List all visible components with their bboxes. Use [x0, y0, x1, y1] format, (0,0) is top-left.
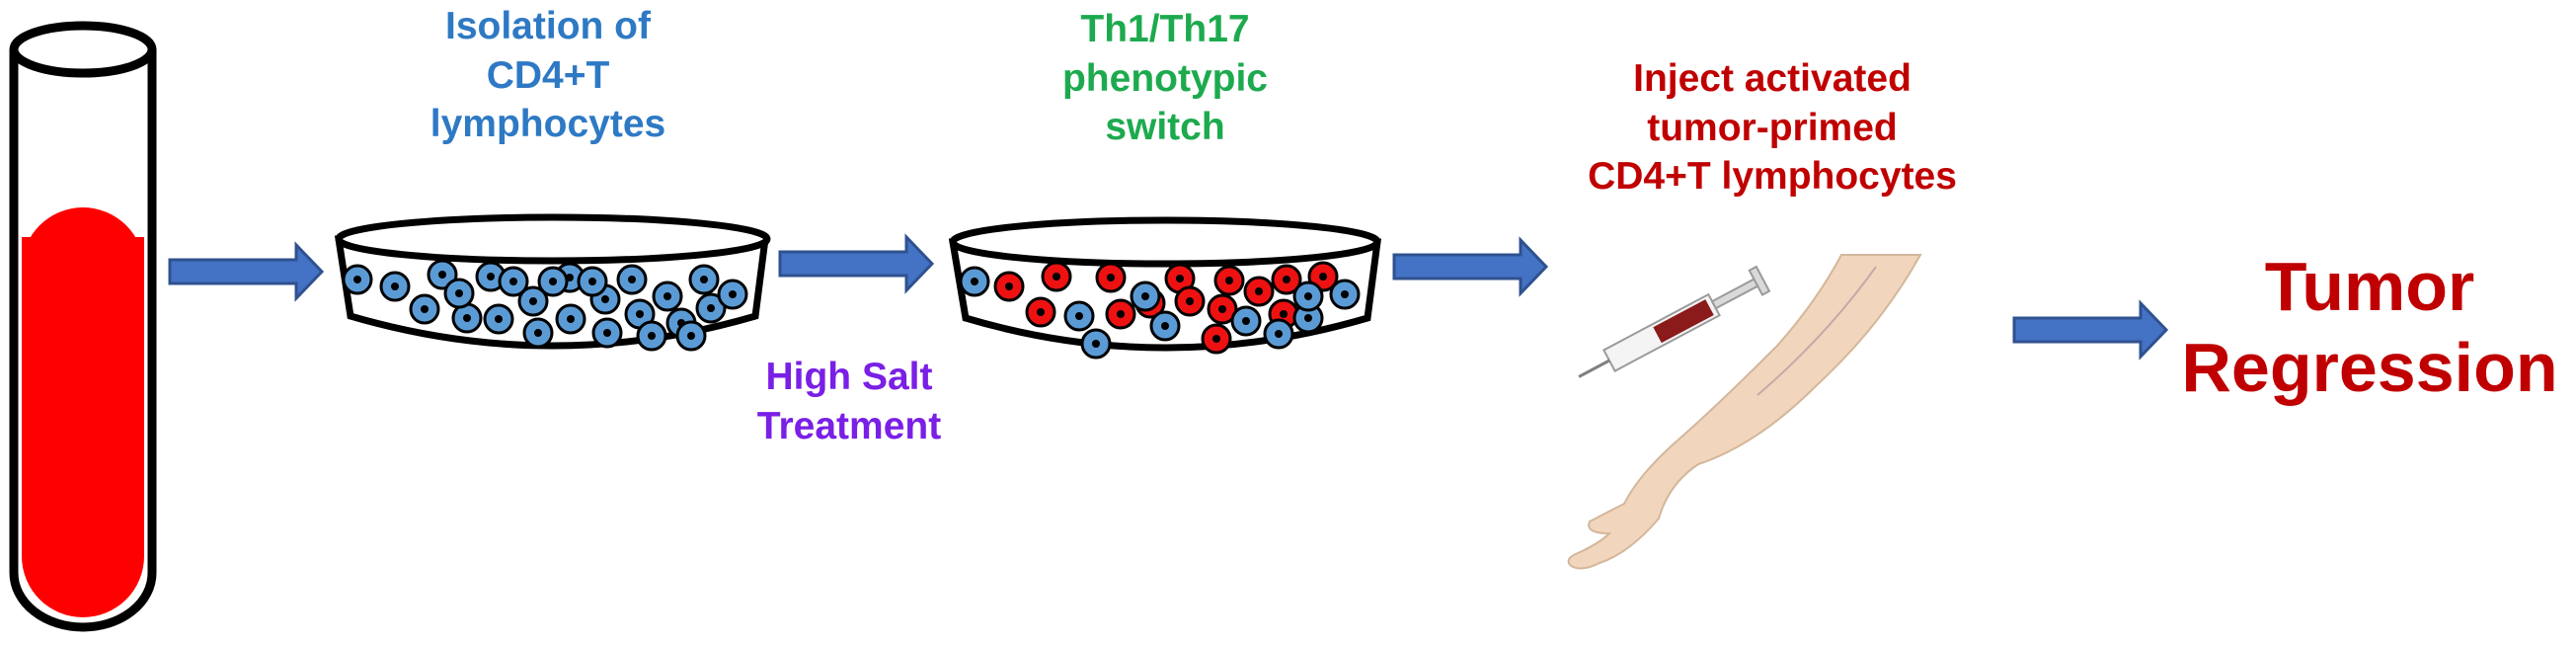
cell-nucleus — [603, 329, 611, 337]
syringe-icon — [1578, 265, 1771, 378]
arrow-4 — [2012, 299, 2169, 361]
cell-nucleus — [529, 297, 537, 305]
cell-nucleus — [628, 276, 636, 283]
cell-nucleus — [1176, 275, 1184, 282]
cell-nucleus — [567, 315, 575, 323]
cell-nucleus — [1255, 287, 1263, 295]
petri-dish-icon — [948, 216, 1381, 360]
dish-1-rim — [335, 213, 771, 265]
cell-nucleus — [588, 278, 596, 285]
cell-nucleus — [664, 292, 671, 300]
label-switch-line-2: phenotypic — [1061, 56, 1268, 100]
right-arrow-icon — [168, 241, 325, 302]
tube-rim — [9, 21, 157, 78]
label-isolation: Isolation of CD4+T lymphocytes — [346, 2, 750, 149]
label-tumor-regression: Tumor Regression — [2162, 247, 2576, 409]
cell-nucleus — [438, 271, 446, 279]
dish-1-cells — [342, 259, 748, 352]
cell-nucleus — [1117, 310, 1125, 318]
label-result-line-1: Tumor — [2264, 248, 2475, 325]
cell-nucleus — [534, 329, 542, 337]
arrow-3 — [1392, 236, 1549, 297]
cell-nucleus — [1075, 312, 1083, 320]
cell-nucleus — [1107, 274, 1115, 282]
cell-nucleus — [1005, 282, 1013, 290]
cell-nucleus — [707, 304, 715, 312]
label-inject-line-3: CD4+T lymphocytes — [1588, 155, 1957, 199]
cell-nucleus — [1225, 277, 1233, 284]
tube-blood-fill — [22, 237, 144, 533]
label-isolation-line-3: lymphocytes — [429, 103, 666, 146]
cell-nucleus — [463, 314, 471, 322]
cell-nucleus — [1218, 305, 1226, 313]
label-switch-line-1: Th1/Th17 — [1080, 8, 1250, 50]
dish-2-rim — [949, 216, 1381, 268]
label-salt-line-2: Treatment — [756, 404, 942, 447]
cell-nucleus — [1053, 273, 1060, 281]
cell-nucleus — [1280, 310, 1288, 318]
right-arrow-icon — [778, 233, 935, 294]
arrow-2 — [778, 233, 935, 294]
label-phenotypic-switch: Th1/Th17 phenotypic switch — [953, 5, 1377, 152]
cell-nucleus — [495, 315, 503, 323]
cell-nucleus — [1037, 308, 1045, 316]
arm-vein — [1756, 266, 1877, 396]
cell-nucleus — [549, 278, 557, 285]
syringe-needle — [1578, 359, 1610, 378]
label-isolation-line-1: Isolation of — [445, 5, 651, 47]
cell-nucleus — [1275, 330, 1283, 338]
cell-nucleus — [1242, 317, 1250, 325]
tube-outline — [9, 49, 157, 632]
syringe-plunger-end — [1748, 265, 1771, 296]
arrow-1 — [168, 241, 325, 302]
label-result-line-2: Regression — [2181, 328, 2558, 406]
petri-dish-icon — [334, 213, 771, 352]
arm-icon — [1567, 254, 1922, 570]
cell-nucleus — [1161, 322, 1169, 330]
cell-nucleus — [687, 332, 695, 340]
cell-nucleus — [1283, 276, 1290, 283]
cell-nucleus — [509, 278, 517, 285]
label-inject-line-1: Inject activated — [1633, 57, 1912, 100]
cell-nucleus — [353, 276, 361, 283]
label-inject-line-2: tumor-primed — [1647, 106, 1898, 149]
dish-2-cells — [959, 261, 1361, 360]
cell-nucleus — [700, 276, 708, 283]
blood-test-tube-icon — [9, 21, 157, 632]
cell-nucleus — [455, 289, 463, 297]
arm-shape — [1567, 254, 1922, 570]
cell-nucleus — [729, 290, 737, 298]
syringe-blood — [1653, 299, 1714, 344]
cell-nucleus — [1304, 292, 1312, 300]
cell-nucleus — [1092, 340, 1100, 348]
cell-nucleus — [421, 305, 429, 313]
cell-nucleus — [601, 295, 609, 303]
cell-nucleus — [648, 332, 656, 340]
cell-nucleus — [971, 278, 978, 285]
cell-nucleus — [1212, 335, 1220, 343]
label-inject: Inject activated tumor-primed CD4+T lymp… — [1516, 54, 2029, 202]
cell-nucleus — [1304, 314, 1312, 322]
right-arrow-icon — [1392, 236, 1549, 297]
label-salt-line-1: High Salt — [765, 356, 933, 398]
label-high-salt: High Salt Treatment — [691, 353, 1007, 450]
syringe-plunger — [1710, 277, 1761, 310]
cell-nucleus — [1341, 290, 1349, 298]
cell-nucleus — [391, 282, 399, 290]
label-isolation-line-2: CD4+T — [486, 53, 610, 97]
right-arrow-icon — [2012, 299, 2169, 361]
label-switch-line-3: switch — [1105, 106, 1225, 149]
cell-nucleus — [1186, 297, 1194, 305]
cell-nucleus — [1319, 273, 1327, 281]
cell-nucleus — [487, 273, 495, 281]
cell-nucleus — [636, 310, 644, 318]
cell-nucleus — [1141, 292, 1149, 300]
